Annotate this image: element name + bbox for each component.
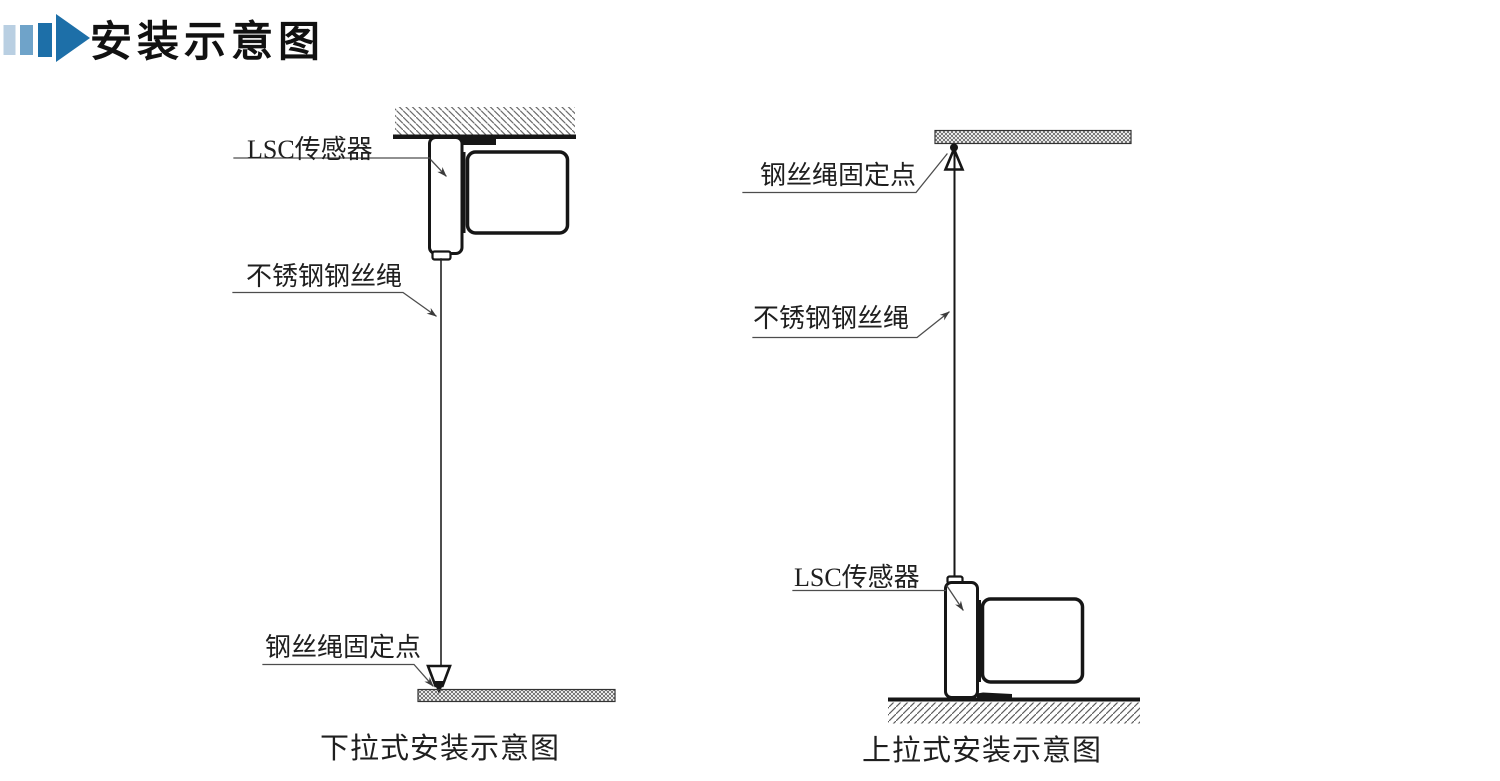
pulldown-sensor-housing bbox=[428, 136, 464, 255]
pulldown-floor bbox=[417, 688, 616, 703]
pulldown-mounting-plate bbox=[461, 139, 496, 145]
pullup-floor-line bbox=[888, 697, 1140, 702]
pulldown-ceiling-hatch bbox=[395, 107, 575, 136]
pulldown-sensor-body bbox=[465, 150, 570, 235]
pulldown-anchor-label: 钢丝绳固定点 bbox=[265, 633, 422, 662]
pulldown-anchor-leader bbox=[262, 663, 434, 687]
pulldown-caption: 下拉式安装示意图 bbox=[320, 733, 561, 765]
pulldown-sensor-label: LSC传感器 bbox=[247, 135, 373, 164]
pullup-sensor-arrow bbox=[946, 585, 964, 611]
pulldown-sensor-arrow bbox=[430, 159, 447, 177]
pullup-sensor-housing bbox=[944, 581, 979, 699]
icon-bar-2 bbox=[20, 25, 33, 55]
pulldown-ceiling-line bbox=[393, 134, 576, 139]
pulldown-leader-lines bbox=[232, 157, 447, 687]
pullup-wire-label: 不锈钢钢丝绳 bbox=[753, 304, 910, 333]
pullup-anchor-label: 钢丝绳固定点 bbox=[760, 161, 917, 190]
pulldown-wire-label: 不锈钢钢丝绳 bbox=[246, 262, 403, 291]
icon-play-triangle bbox=[56, 14, 90, 62]
pulldown-anchor-tip bbox=[433, 681, 445, 694]
pullup-caption: 上拉式安装示意图 bbox=[862, 735, 1103, 767]
pullup-base-plate bbox=[977, 692, 1012, 699]
pullup-wire-leader bbox=[752, 311, 950, 339]
page-title: 安装示意图 bbox=[90, 18, 326, 65]
icon-bar-1 bbox=[3, 25, 16, 55]
pulldown-wire-leader bbox=[232, 291, 437, 317]
pullup-sensor-label: LSC传感器 bbox=[794, 563, 920, 592]
pullup-leader-lines bbox=[742, 153, 964, 611]
pullup-ceiling bbox=[934, 129, 1132, 145]
pullup-anchor-point bbox=[950, 143, 958, 152]
pullup-sensor-body bbox=[980, 597, 1085, 684]
pullup-floor-hatch bbox=[888, 702, 1140, 724]
pullup-structure bbox=[742, 129, 1140, 724]
blue-arrow-icon bbox=[3, 14, 90, 62]
pullup-anchor-leader bbox=[742, 153, 948, 194]
icon-bar-3 bbox=[38, 23, 52, 57]
pulldown-structure bbox=[232, 107, 616, 703]
